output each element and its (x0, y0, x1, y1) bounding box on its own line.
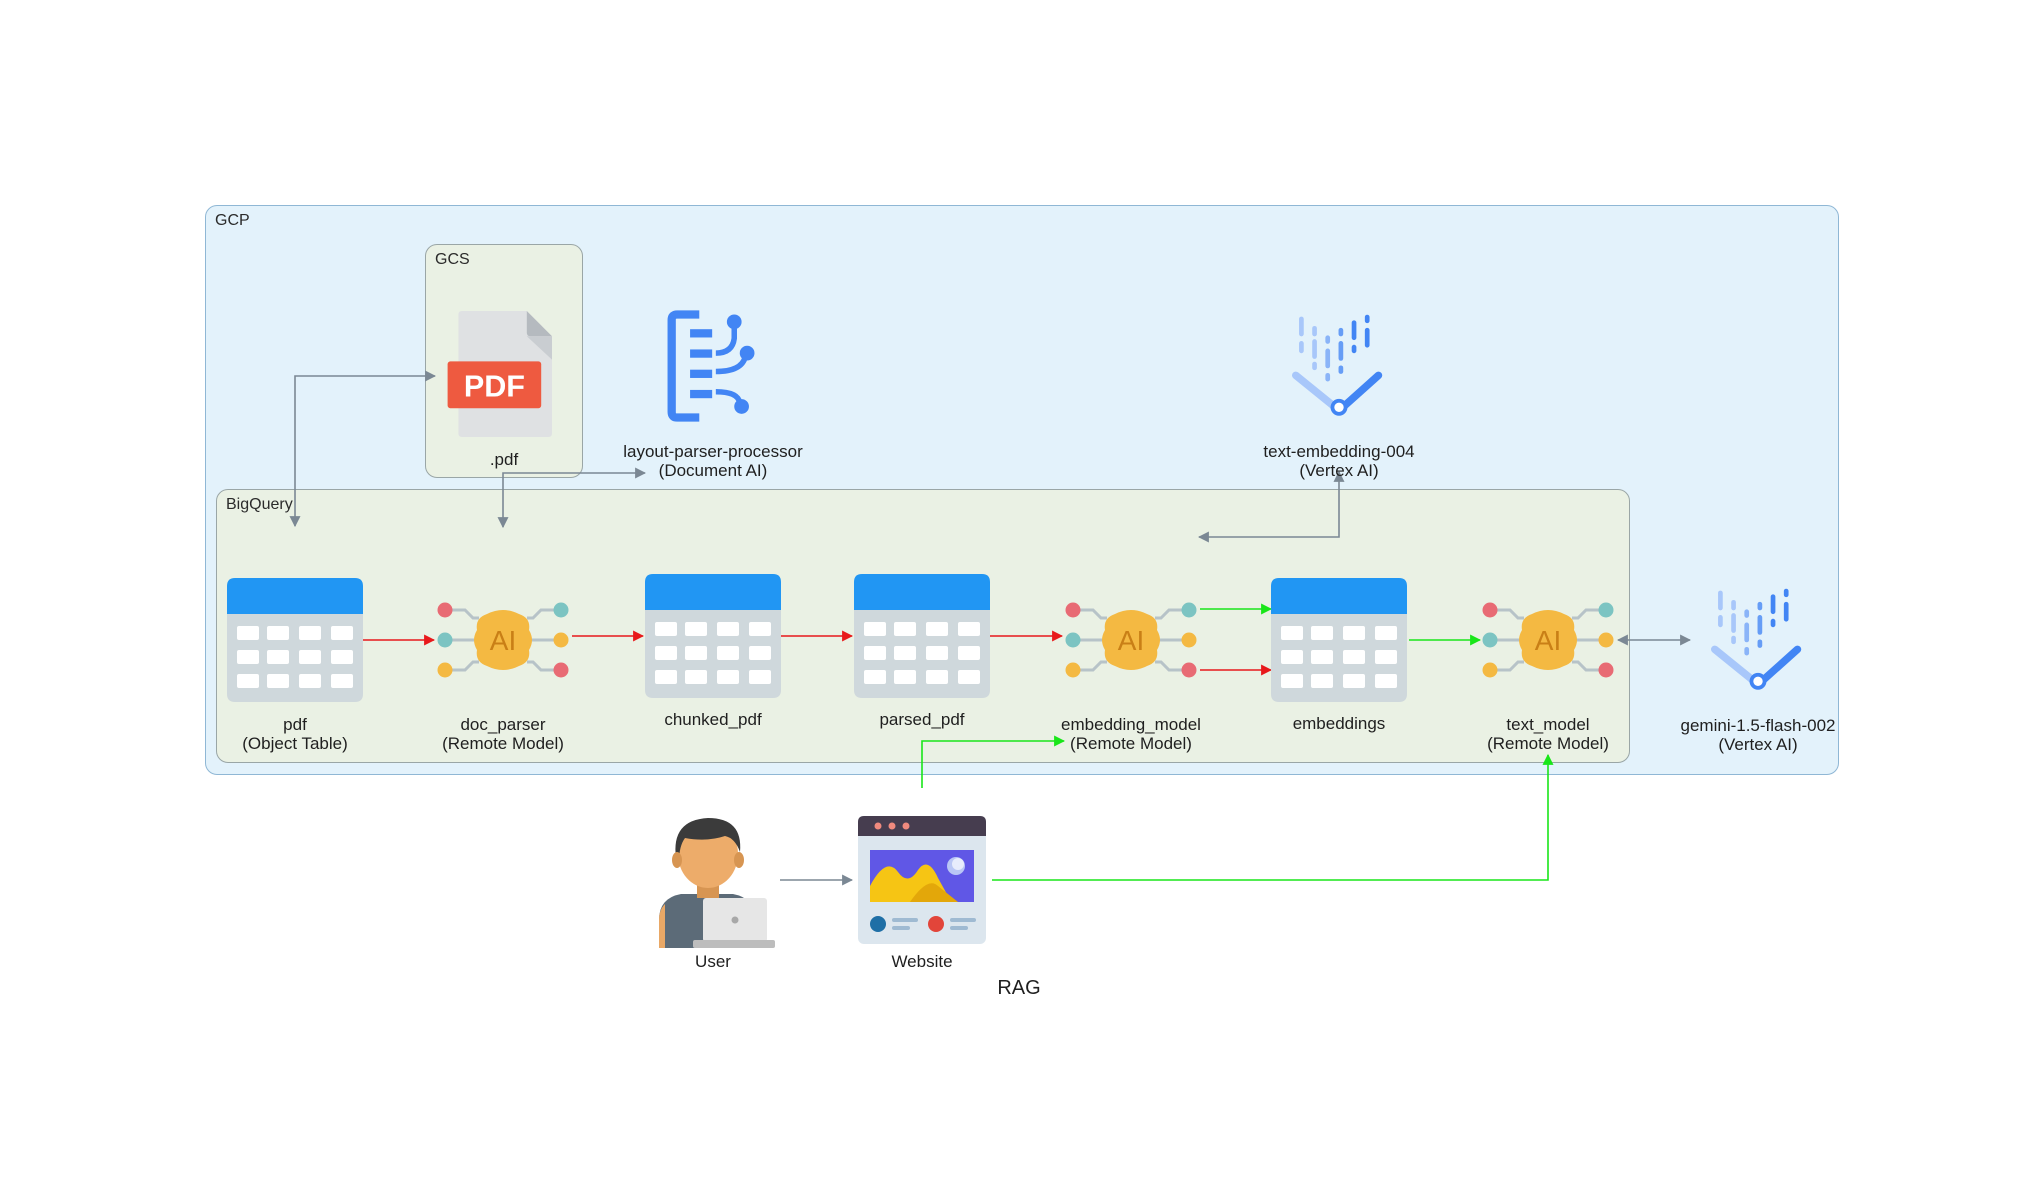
ai-chip-icon: AI (1482, 602, 1614, 678)
cluster-gcp-label: GCP (215, 212, 250, 229)
node-website-label: Website (891, 952, 953, 971)
node-parsed-pdf-label: parsed_pdf (879, 710, 965, 729)
vertex-ai-icon (1292, 314, 1383, 416)
node-chunked-pdf-label: chunked_pdf (664, 710, 762, 729)
svg-text:AI: AI (1535, 625, 1561, 656)
node-embedding-model-label: embedding_model (Remote Model) (1061, 715, 1201, 753)
node-layout-parser-label: layout-parser-processor (Document AI) (623, 442, 803, 480)
svg-text:AI: AI (490, 625, 516, 656)
svg-text:PDF: PDF (464, 370, 525, 404)
table-icon (854, 574, 990, 698)
node-pdf-file-label: .pdf (489, 450, 519, 469)
ai-chip-icon: AI (437, 602, 569, 678)
user-laptop-icon (659, 818, 775, 948)
website-icon (858, 816, 986, 944)
cluster-gcs: GCS (425, 244, 583, 478)
node-user-label: User (695, 952, 731, 971)
table-icon (227, 578, 363, 702)
table-icon (1271, 578, 1407, 702)
node-text-embedding-label: text-embedding-004 (Vertex AI) (1263, 442, 1415, 480)
cluster-bigquery-label: BigQuery (226, 496, 293, 513)
diagram-title: RAG (997, 977, 1041, 999)
node-text-model-label: text_model (Remote Model) (1487, 715, 1609, 753)
vertex-ai-icon (1711, 588, 1802, 690)
svg-text:AI: AI (1118, 625, 1144, 656)
node-gemini-label: gemini-1.5-flash-002 (Vertex AI) (1680, 716, 1836, 754)
pdf-file-icon: PDF (447, 311, 552, 437)
cluster-gcs-label: GCS (435, 251, 470, 268)
node-pdf-table-label: pdf (Object Table) (242, 715, 348, 753)
document-ai-icon (667, 310, 755, 422)
node-embeddings-label: embeddings (1292, 714, 1386, 733)
node-doc-parser-label: doc_parser (Remote Model) (442, 715, 564, 753)
ai-chip-icon: AI (1065, 602, 1197, 678)
table-icon (645, 574, 781, 698)
